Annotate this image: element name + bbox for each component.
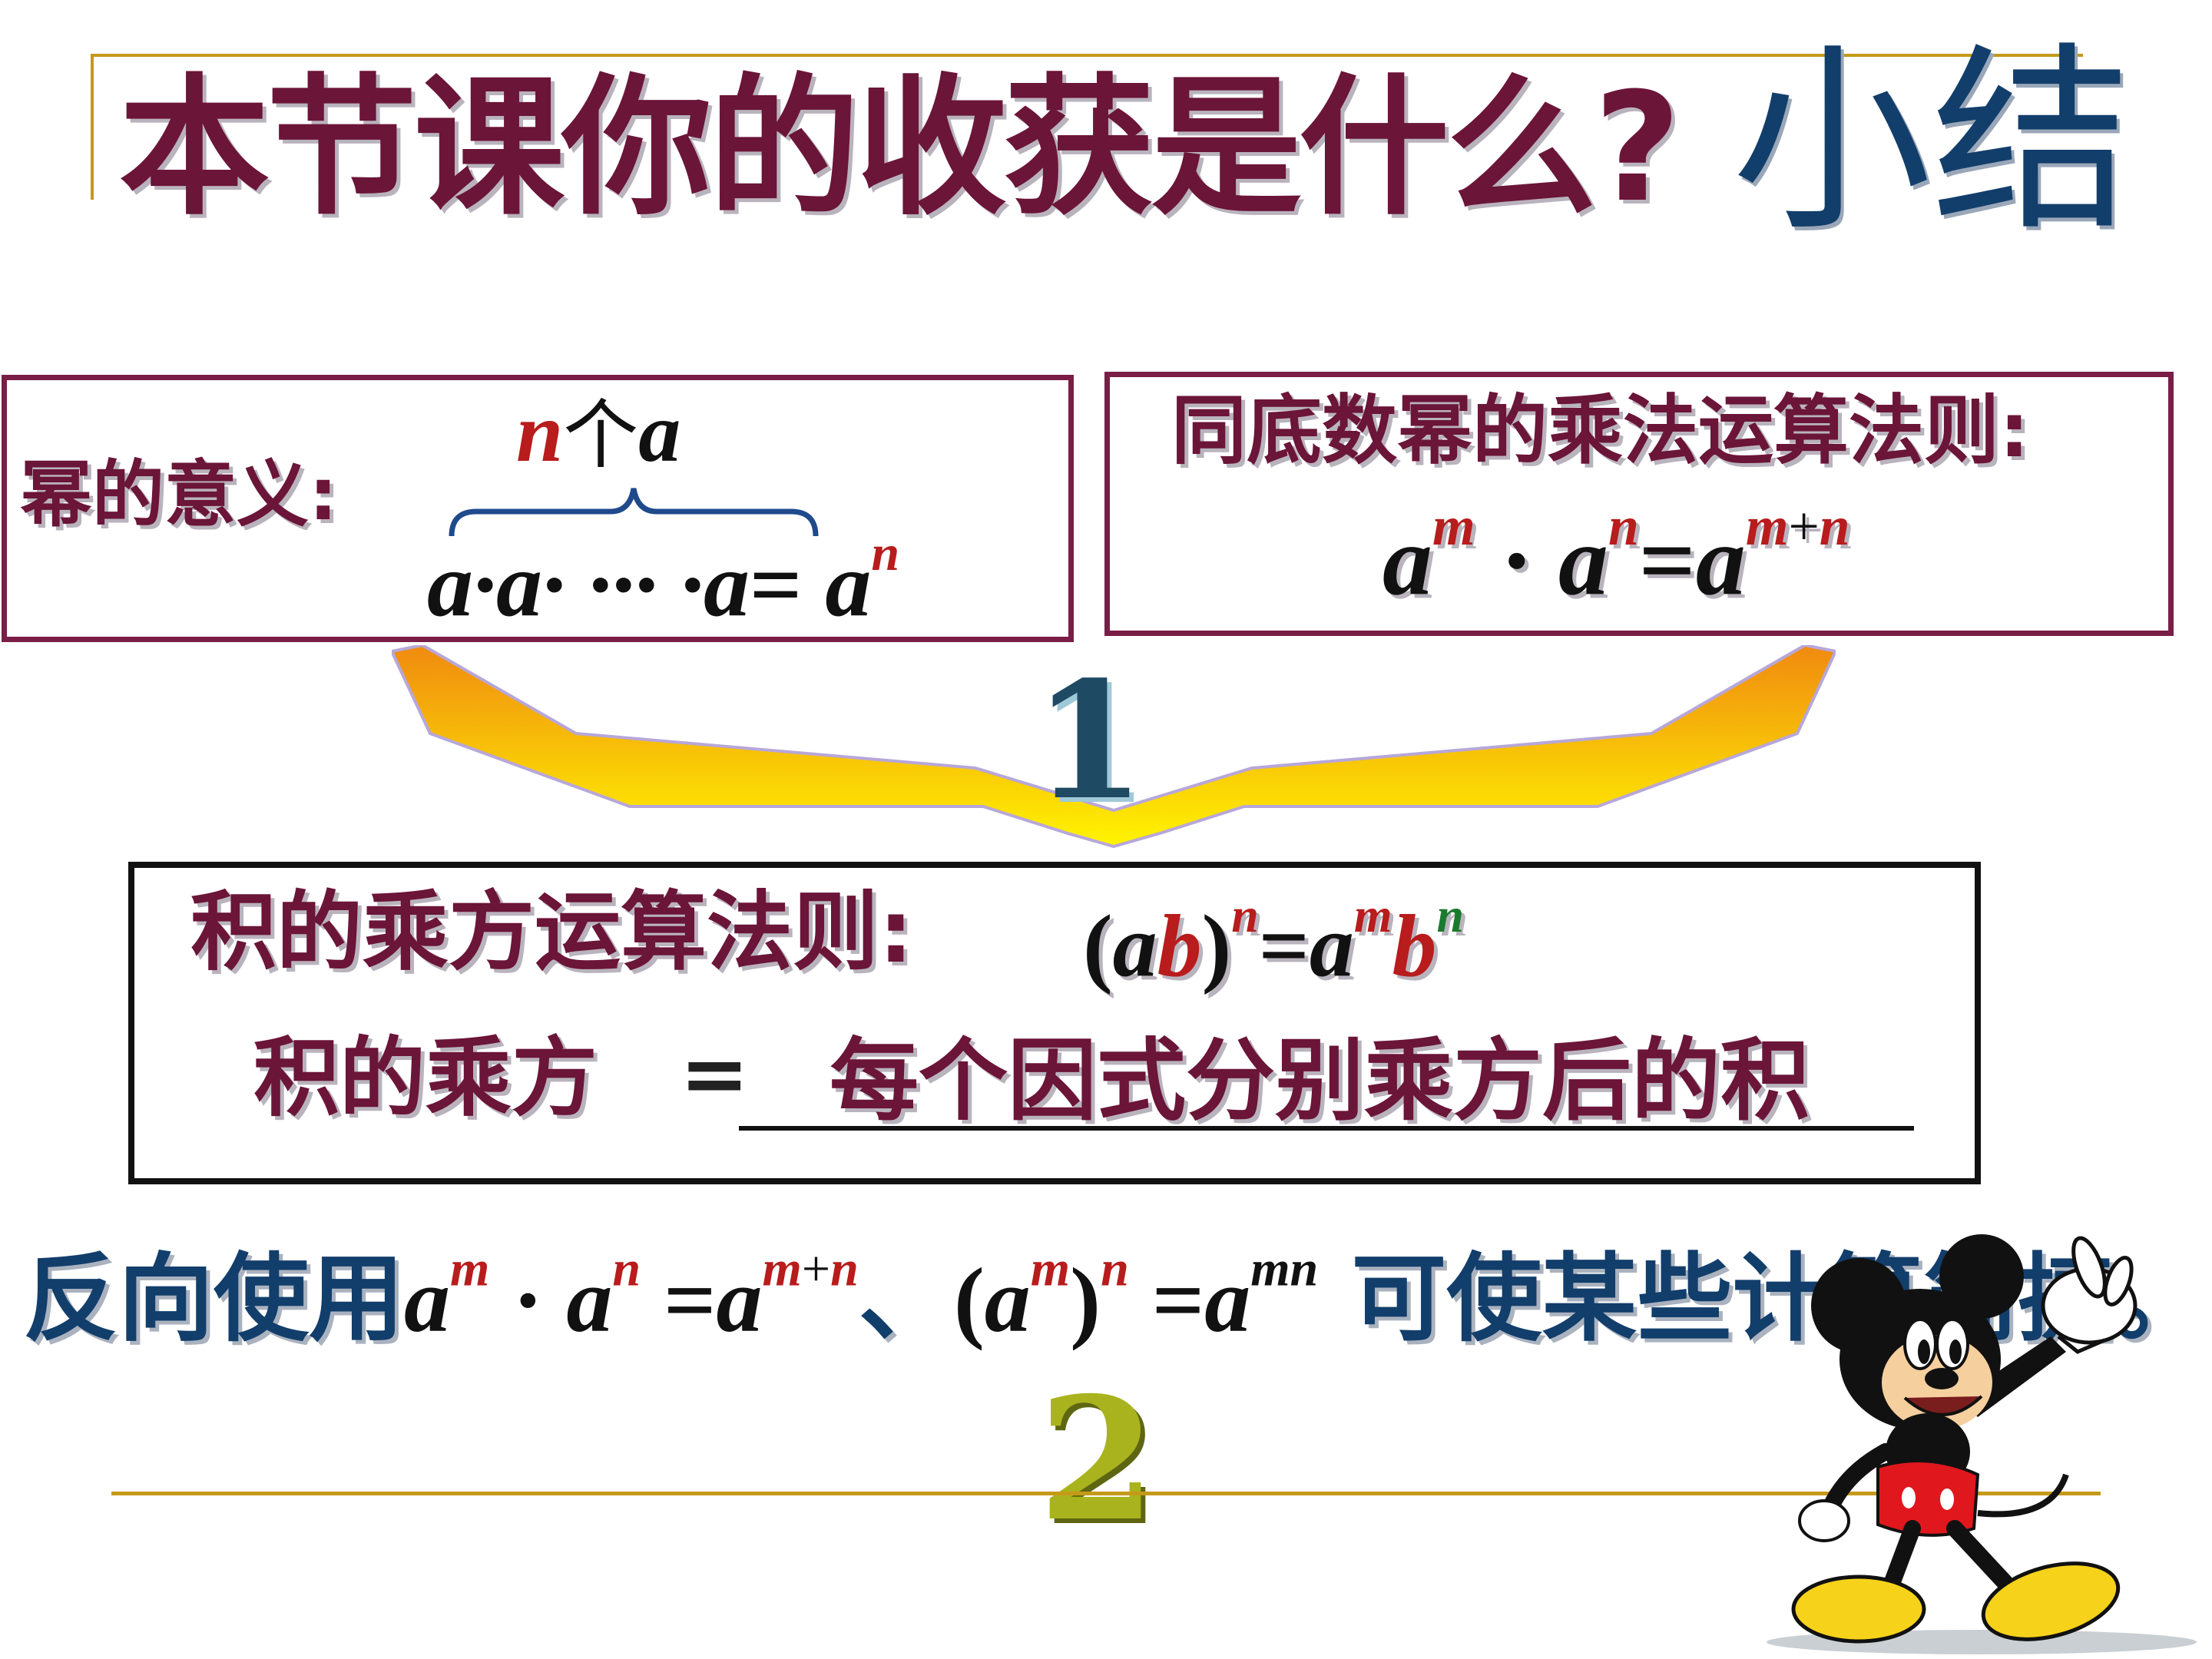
power-meaning-label: 幂的意义: bbox=[20, 453, 338, 537]
r-f2-equals: = bbox=[1151, 1249, 1205, 1352]
product-power-statement-lhs: 积的乘方 bbox=[253, 1028, 598, 1128]
badge-two: 2 bbox=[1038, 1359, 1157, 1558]
merge-arrow-icon bbox=[392, 645, 1836, 849]
r-f1-equals: = bbox=[664, 1249, 717, 1352]
r-f1-exp3-plus: + bbox=[801, 1241, 831, 1297]
r-f1-exp1: m bbox=[450, 1241, 490, 1297]
r-f1-base2: a bbox=[566, 1249, 613, 1352]
power-product-formula: a·a· ··· ·a= an bbox=[427, 528, 899, 631]
power-result-base: a bbox=[825, 533, 872, 636]
reverse-separator: 、 bbox=[858, 1243, 954, 1355]
sb-exp3-plus: + bbox=[1788, 496, 1820, 557]
pp-rparen: ) bbox=[1201, 897, 1232, 996]
r-f1-dot: · bbox=[512, 1249, 544, 1352]
fill-blank-line bbox=[739, 1126, 1914, 1131]
count-n: n bbox=[516, 386, 564, 479]
power-equals: = bbox=[750, 533, 803, 636]
count-text: 个 bbox=[563, 392, 639, 479]
reverse-use-line: 反向使用am · an =am+n、(am)n =amn 可使某些计算简捷。 bbox=[23, 1241, 2208, 1347]
pp-rhs-b-exp: n bbox=[1436, 888, 1464, 942]
n-count-label: n个a bbox=[516, 390, 680, 475]
same-base-rule-title: 同底数幂的乘法运算法则: bbox=[1171, 387, 2030, 475]
r-f1-base3: a bbox=[716, 1249, 763, 1352]
pp-rhs-a: a bbox=[1309, 897, 1354, 996]
sb-exp2: n bbox=[1608, 496, 1639, 557]
sb-equals: = bbox=[1638, 505, 1696, 617]
sb-exp3-n: n bbox=[1819, 496, 1850, 557]
pp-exp: n bbox=[1231, 888, 1259, 942]
title-rule-left bbox=[91, 54, 94, 200]
power-result-exp: n bbox=[871, 525, 900, 581]
count-a: a bbox=[638, 386, 681, 479]
bottom-rule bbox=[111, 1492, 2101, 1495]
sb-base3: a bbox=[1695, 505, 1746, 617]
r-f2-inner-exp: m bbox=[1030, 1241, 1071, 1297]
r-f2-rhs-exp: mn bbox=[1250, 1241, 1319, 1297]
sb-exp1: m bbox=[1432, 496, 1475, 557]
pp-rhs-a-exp: m bbox=[1353, 888, 1392, 942]
badge-one: 1 bbox=[1033, 646, 1146, 836]
same-base-rule-box bbox=[1104, 372, 2174, 636]
brace-icon bbox=[449, 488, 819, 537]
sb-dot: · bbox=[1500, 505, 1534, 617]
sb-base2: a bbox=[1558, 505, 1608, 617]
r-f2-rparen: ) bbox=[1070, 1249, 1101, 1352]
r-f1-exp2: n bbox=[612, 1241, 641, 1297]
product-power-statement-eq: = bbox=[680, 1026, 750, 1122]
product-power-formula: (ab)n=ambn bbox=[1083, 888, 1464, 992]
r-f2-outer-exp: n bbox=[1101, 1241, 1129, 1297]
title-rule bbox=[91, 54, 2083, 57]
summary-label: 小结 bbox=[1732, 26, 2131, 258]
r-f1-base1: a bbox=[404, 1249, 451, 1352]
page-title: 本节课你的收获是什么? bbox=[119, 61, 1681, 236]
product-power-rule-title: 积的乘方运算法则: bbox=[190, 882, 913, 982]
r-f2-base: a bbox=[984, 1249, 1031, 1352]
power-meaning-box bbox=[2, 375, 1074, 642]
r-f2-lparen: ( bbox=[953, 1249, 985, 1352]
pp-equals: = bbox=[1258, 897, 1310, 996]
reverse-prefix: 反向使用 bbox=[23, 1243, 405, 1355]
product-power-rule-box bbox=[128, 862, 1981, 1184]
mickey-mouse-illustration bbox=[1767, 1234, 2197, 1654]
pp-lparen: ( bbox=[1083, 897, 1113, 996]
power-product: a·a· ··· ·a bbox=[427, 533, 750, 636]
r-f1-exp3-m: m bbox=[762, 1241, 802, 1297]
pp-rhs-b: b bbox=[1392, 897, 1437, 996]
product-power-statement-rhs: 每个因式分别乘方后的积 bbox=[830, 1029, 1810, 1133]
r-f1-exp3-n: n bbox=[830, 1241, 859, 1297]
same-base-formula: am · an=am+n bbox=[1382, 499, 1850, 611]
sb-exp3-m: m bbox=[1745, 496, 1789, 557]
sb-base1: a bbox=[1382, 505, 1432, 617]
pp-a: a bbox=[1112, 897, 1157, 996]
pp-b: b bbox=[1157, 897, 1202, 996]
r-f2-rhs-base: a bbox=[1204, 1249, 1251, 1352]
